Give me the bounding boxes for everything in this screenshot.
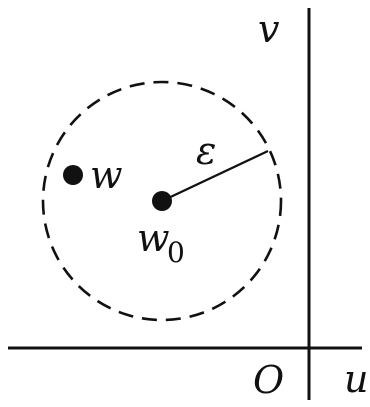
u-axis-label: u: [344, 357, 368, 401]
point-w: [63, 165, 83, 185]
radius-label: ε: [196, 129, 216, 173]
center-subscript: 0: [167, 236, 185, 269]
radius-segment: [161, 150, 269, 202]
v-axis-label: v: [258, 7, 280, 51]
origin-label: O: [253, 358, 284, 402]
center-point-w0: [152, 191, 172, 211]
epsilon-neighborhood-circle: [41, 80, 283, 322]
center-label: w: [137, 216, 170, 260]
point-w-label: w: [90, 153, 123, 197]
